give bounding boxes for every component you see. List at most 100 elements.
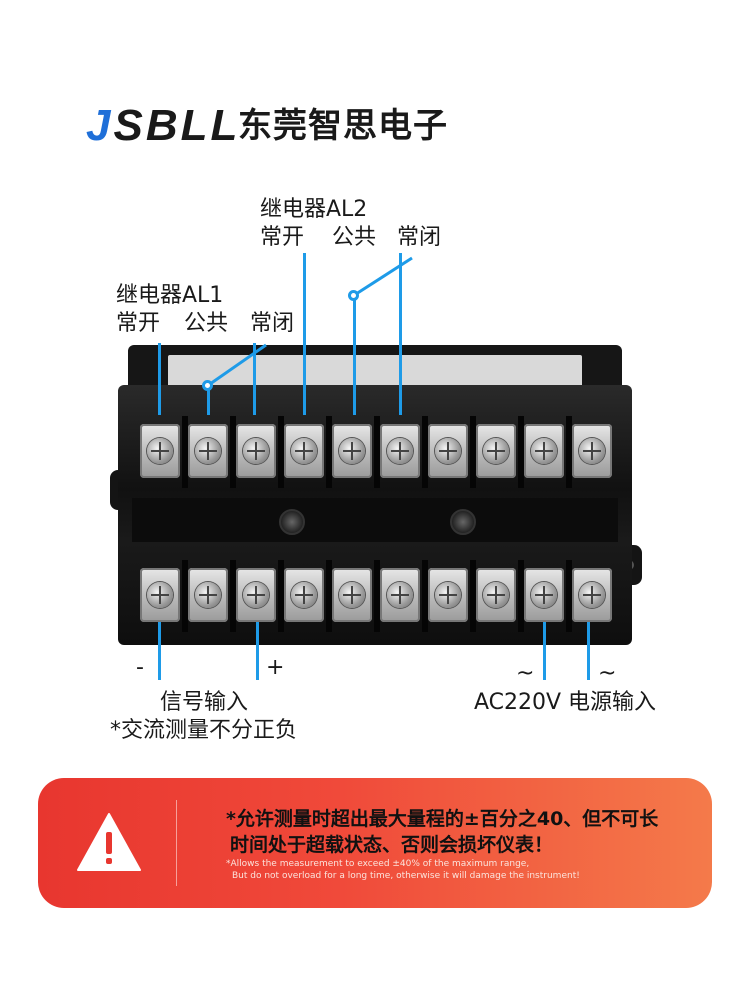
- brand-logo-j: J: [86, 101, 114, 150]
- warning-text: *允许测量时超出最大量程的±百分之40、但不可长 时间处于超载状态、否则会损坏仪…: [226, 806, 658, 858]
- relay-al2-no-label: 常开: [260, 225, 305, 250]
- terminal-divider-band: [132, 498, 618, 542]
- screw-icon: [339, 438, 365, 464]
- al1-com-dot: [202, 380, 213, 391]
- bottom-terminal-6: [380, 568, 420, 622]
- top-terminal-1: [140, 424, 180, 478]
- company-name: 东莞智思电子: [238, 106, 448, 146]
- mount-screw-right: [450, 509, 476, 535]
- al2-diagonal-connector: [355, 256, 413, 296]
- mount-screw-left: [279, 509, 305, 535]
- lead-al2-nc: [399, 253, 402, 415]
- top-terminal-10: [572, 424, 612, 478]
- bottom-terminal-separator: [518, 560, 524, 632]
- al1-diagonal-connector: [209, 343, 267, 386]
- top-terminal-separator: [374, 416, 380, 488]
- signal-minus-label: -: [136, 655, 144, 680]
- top-terminal-separator: [230, 416, 236, 488]
- lead-power-l: [543, 622, 546, 680]
- screw-icon: [387, 438, 413, 464]
- bottom-terminal-7: [428, 568, 468, 622]
- relay-al2-title: 继电器AL2: [260, 197, 368, 222]
- bottom-terminal-3: [236, 568, 276, 622]
- bottom-terminal-separator: [326, 560, 332, 632]
- warning-line-2: 时间处于超载状态、否则会损坏仪表！: [230, 834, 554, 856]
- bottom-terminal-10: [572, 568, 612, 622]
- lead-al1-com: [207, 386, 210, 415]
- bottom-terminal-separator: [278, 560, 284, 632]
- bottom-terminal-2: [188, 568, 228, 622]
- top-terminal-6: [380, 424, 420, 478]
- power-tilde-right: ~: [598, 661, 617, 686]
- screw-icon: [243, 582, 269, 608]
- screw-icon: [483, 438, 509, 464]
- screw-icon: [531, 438, 557, 464]
- top-terminal-separator: [470, 416, 476, 488]
- screw-icon: [147, 438, 173, 464]
- lead-al2-com: [353, 296, 356, 415]
- screw-icon: [195, 438, 221, 464]
- screw-icon: [531, 582, 557, 608]
- lead-al1-no: [158, 343, 161, 415]
- screw-icon: [147, 582, 173, 608]
- relay-al1-no-label: 常开: [116, 311, 161, 336]
- bottom-terminal-separator: [566, 560, 572, 632]
- bottom-terminal-9: [524, 568, 564, 622]
- warning-line-1: *允许测量时超出最大量程的±百分之40、但不可长: [226, 808, 659, 830]
- bottom-terminal-5: [332, 568, 372, 622]
- relay-al1-com-label: 公共: [184, 311, 229, 336]
- top-terminal-separator: [422, 416, 428, 488]
- top-terminal-9: [524, 424, 564, 478]
- screw-icon: [387, 582, 413, 608]
- screw-icon: [291, 582, 317, 608]
- top-terminal-separator: [326, 416, 332, 488]
- top-terminal-4: [284, 424, 324, 478]
- top-terminal-2: [188, 424, 228, 478]
- warning-english: *Allows the measurement to exceed ±40% o…: [226, 858, 580, 882]
- top-terminal-3: [236, 424, 276, 478]
- top-terminal-5: [332, 424, 372, 478]
- lead-signal-plus: [256, 622, 259, 680]
- power-input-label: AC220V 电源输入: [474, 690, 657, 715]
- top-terminal-separator: [182, 416, 188, 488]
- bottom-terminal-8: [476, 568, 516, 622]
- signal-plus-label: +: [266, 655, 285, 680]
- lead-power-n: [587, 622, 590, 680]
- device-label-plate: [168, 355, 582, 389]
- top-terminal-separator: [566, 416, 572, 488]
- bottom-terminal-separator: [182, 560, 188, 632]
- bottom-terminal-1: [140, 568, 180, 622]
- screw-icon: [483, 582, 509, 608]
- screw-icon: [435, 438, 461, 464]
- warning-triangle-icon: [77, 813, 141, 871]
- relay-al1-title: 继电器AL1: [116, 283, 224, 308]
- screw-icon: [435, 582, 461, 608]
- bottom-terminal-separator: [470, 560, 476, 632]
- screw-icon: [579, 582, 605, 608]
- bottom-terminal-separator: [230, 560, 236, 632]
- signal-input-label: 信号输入: [160, 690, 249, 715]
- warning-en-line-2: But do not overload for a long time, oth…: [232, 871, 580, 881]
- top-terminal-7: [428, 424, 468, 478]
- lead-al1-nc: [253, 343, 256, 415]
- lead-al2-no: [303, 253, 306, 415]
- screw-icon: [579, 438, 605, 464]
- bottom-terminal-separator: [422, 560, 428, 632]
- relay-al1-nc-label: 常闭: [250, 311, 295, 336]
- top-terminal-separator: [278, 416, 284, 488]
- screw-icon: [339, 582, 365, 608]
- bottom-terminal-separator: [374, 560, 380, 632]
- relay-al2-nc-label: 常闭: [397, 225, 442, 250]
- top-terminal-8: [476, 424, 516, 478]
- top-terminal-separator: [518, 416, 524, 488]
- screw-icon: [291, 438, 317, 464]
- screw-icon: [195, 582, 221, 608]
- screw-icon: [243, 438, 269, 464]
- lead-signal-minus: [158, 622, 161, 680]
- warning-banner: [38, 778, 712, 908]
- power-tilde-left: ~: [516, 661, 535, 686]
- warning-en-line-1: *Allows the measurement to exceed ±40% o…: [226, 859, 530, 869]
- brand-logo: JSBLL: [86, 100, 240, 152]
- al2-com-dot: [348, 290, 359, 301]
- warning-divider: [176, 800, 177, 886]
